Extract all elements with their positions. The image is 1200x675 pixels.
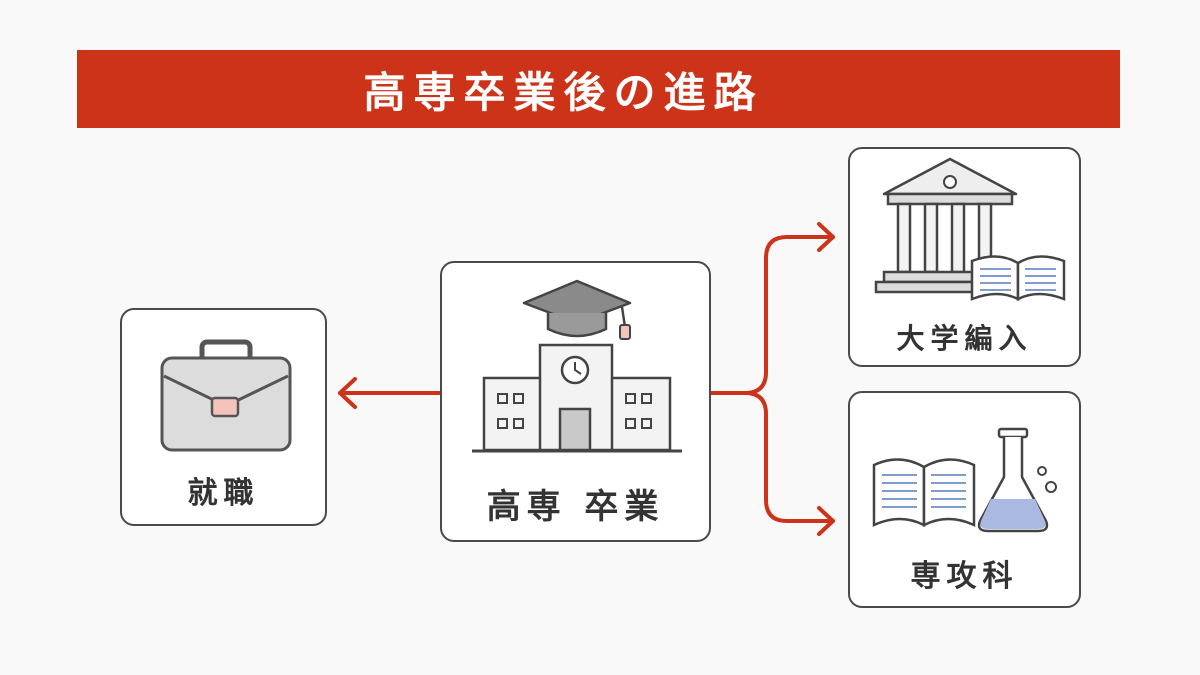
node-label-advanced: 専攻科: [910, 559, 1019, 594]
graduation-cap-icon: [522, 279, 632, 340]
open-book-icon: [872, 458, 976, 528]
node-graduation: 高専 卒業: [440, 261, 711, 542]
title-banner: 高専卒業後の進路: [77, 50, 1120, 128]
arrow-head-university: [817, 222, 835, 252]
node-label-university: 大学編入: [896, 322, 1033, 355]
arrow-to-university: [709, 235, 835, 395]
node-label-employment: 就職: [187, 476, 260, 511]
arrow-head-employment: [338, 377, 357, 409]
arrow-to-advanced: [743, 391, 835, 523]
page-title: 高専卒業後の進路: [363, 67, 764, 117]
university-icon: [874, 157, 1066, 302]
node-university: 大学編入: [848, 147, 1081, 367]
flask-book-icon: [872, 427, 1057, 533]
node-label-graduation: 高専 卒業: [486, 487, 665, 527]
node-employment: 就職: [120, 308, 327, 526]
node-advanced: 専攻科: [848, 391, 1081, 608]
flask-icon: [977, 427, 1057, 533]
open-book-icon: [970, 255, 1066, 302]
arrow-head-advanced: [817, 506, 835, 536]
briefcase-icon: [160, 339, 292, 452]
school-building-icon: [472, 279, 682, 453]
